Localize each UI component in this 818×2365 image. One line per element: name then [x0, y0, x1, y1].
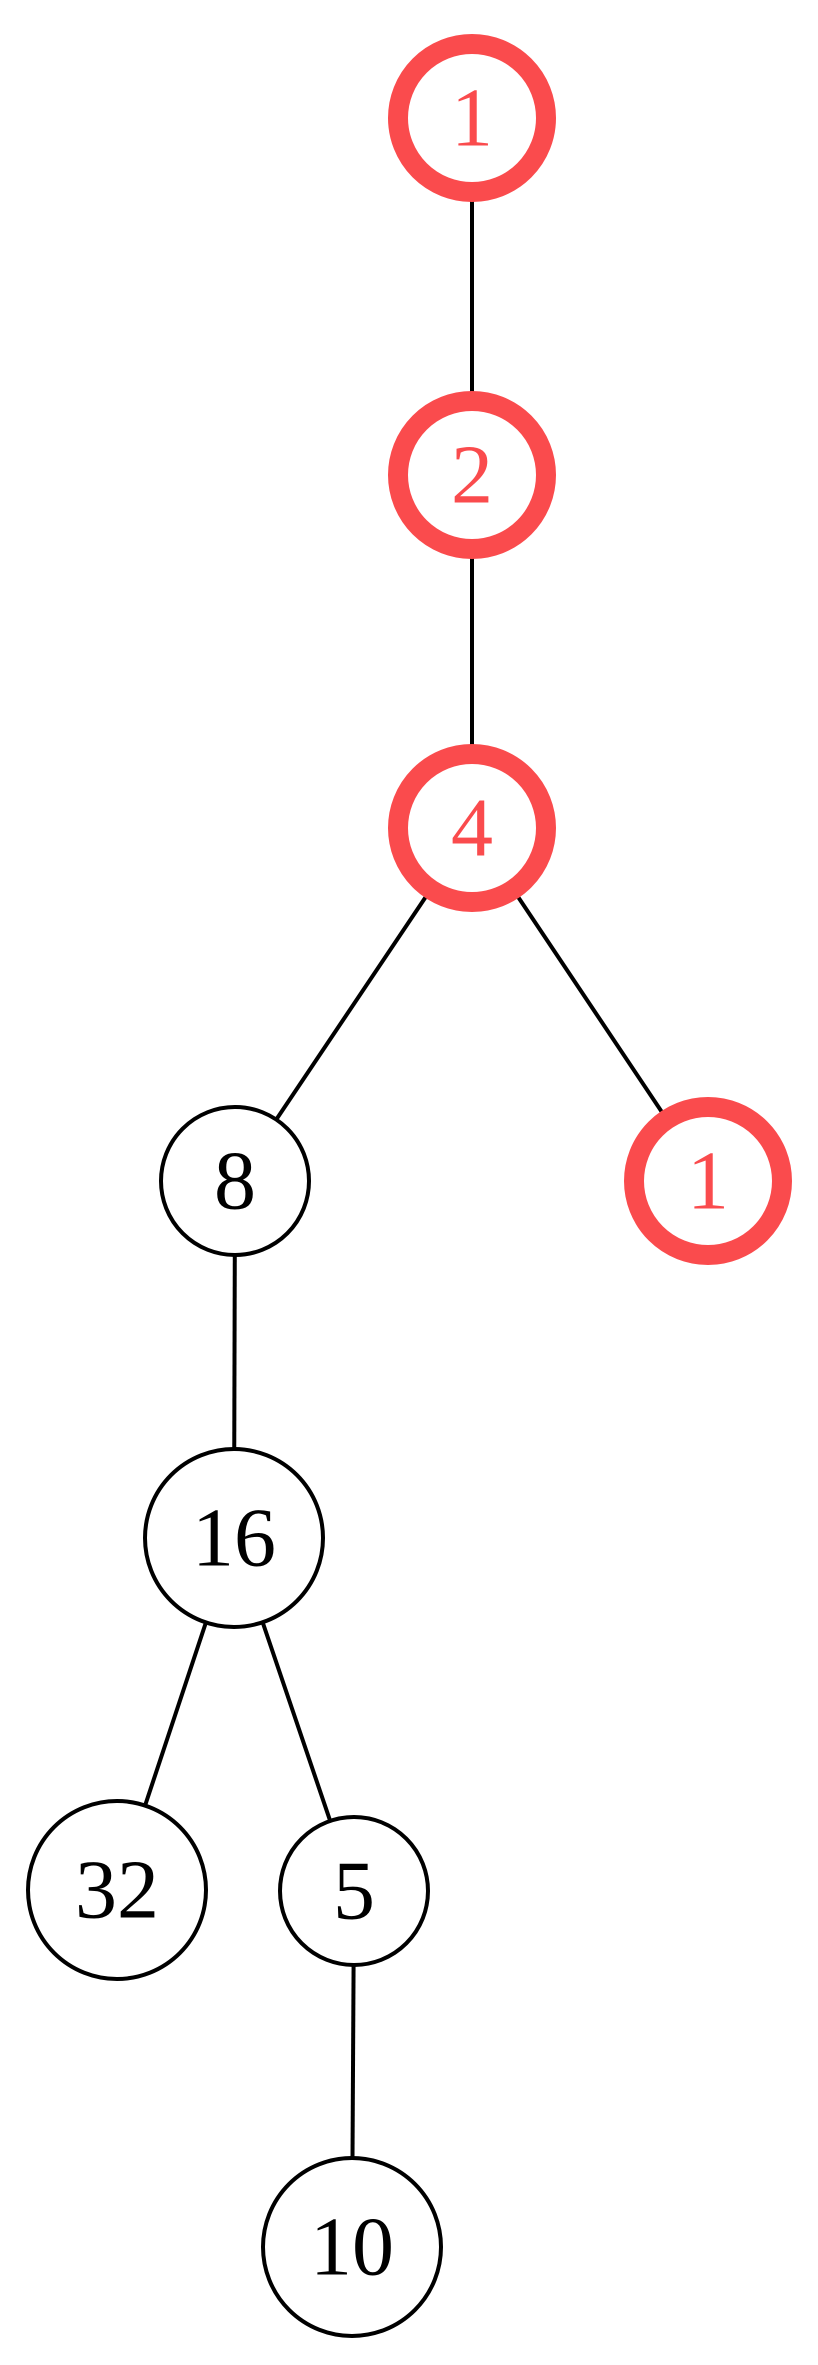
node-label: 32 — [75, 1844, 159, 1937]
nodes-layer: 1 2 4 8 1 16 32 5 10 — [26, 34, 792, 2338]
tree-node-n-10: 10 — [261, 2156, 443, 2338]
tree-node-n-1-root: 1 — [388, 34, 556, 202]
highlighted-node-circle — [624, 1097, 792, 1265]
highlighted-node-circle — [388, 391, 556, 559]
node-circle — [143, 1447, 325, 1629]
tree-node-n-8: 8 — [159, 1105, 311, 1257]
highlighted-node-circle — [388, 34, 556, 202]
node-label: 16 — [192, 1492, 276, 1585]
node-label: 10 — [310, 2201, 394, 2294]
node-circle — [26, 1799, 208, 1981]
tree-node-n-32: 32 — [26, 1799, 208, 1981]
node-label: 8 — [214, 1135, 256, 1228]
node-label: 2 — [451, 429, 493, 522]
tree-node-n-16: 16 — [143, 1447, 325, 1629]
tree-node-n-1-leaf: 1 — [624, 1097, 792, 1265]
node-circle — [159, 1105, 311, 1257]
node-label: 5 — [333, 1845, 375, 1938]
tree-node-n-2: 2 — [388, 391, 556, 559]
node-circle — [261, 2156, 443, 2338]
node-circle — [278, 1815, 430, 1967]
node-label: 1 — [687, 1135, 729, 1228]
highlighted-node-circle — [388, 744, 556, 912]
node-label: 1 — [451, 72, 493, 165]
node-label: 4 — [451, 782, 493, 875]
tree-node-n-4: 4 — [388, 744, 556, 912]
tree-node-n-5: 5 — [278, 1815, 430, 1967]
